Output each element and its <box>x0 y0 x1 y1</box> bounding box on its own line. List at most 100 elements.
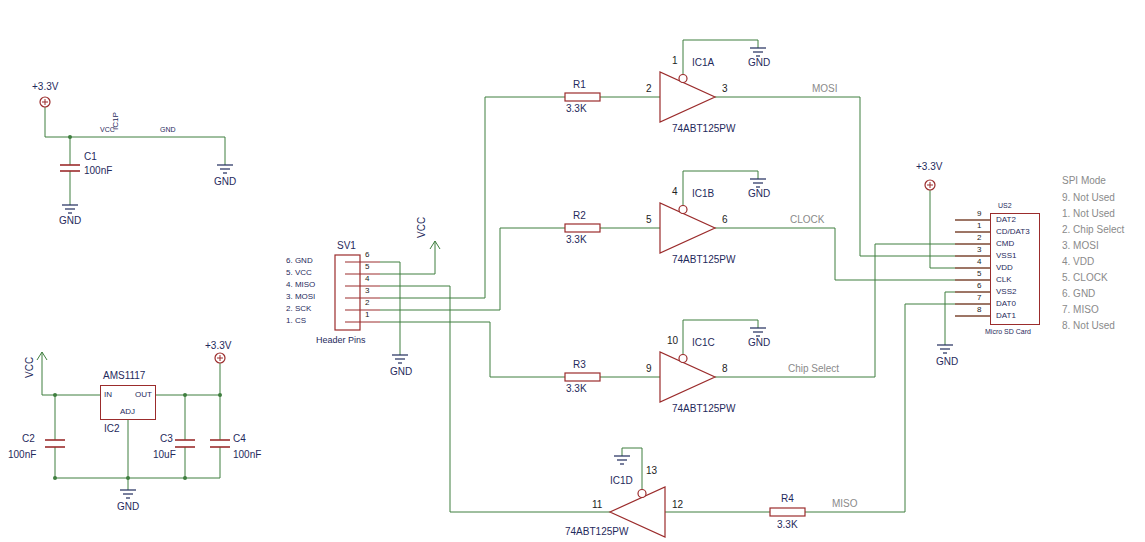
pin-description: 1. CS <box>286 317 306 325</box>
part-label: C1 <box>84 152 97 162</box>
pin-number: 2 <box>977 234 981 242</box>
pin-number: 4 <box>672 187 678 197</box>
pin-number: 1 <box>365 311 369 319</box>
header-connector <box>335 255 380 330</box>
part-label: Micro SD Card <box>985 328 1031 335</box>
part-label: R1 <box>573 80 586 90</box>
part-label: IC1B <box>692 189 714 199</box>
pin-description: 9. Not Used <box>1062 193 1115 203</box>
pin-name: ADJ <box>120 408 135 416</box>
pin-name: DAT2 <box>991 214 1039 226</box>
signal-name: CLOCK <box>790 215 824 225</box>
pin-description: 5. CLOCK <box>1062 273 1108 283</box>
pin-description: SPI Mode <box>1062 176 1106 186</box>
part-label: 74ABT125PW <box>565 527 628 537</box>
pin-number: 5 <box>646 215 652 225</box>
pin-description: 1. Not Used <box>1062 209 1115 219</box>
regulator-body: IN OUT ADJ <box>100 385 156 420</box>
part-label: C2 <box>22 434 35 444</box>
pin-number: 2 <box>365 299 369 307</box>
net-label: +3.3V <box>916 162 942 172</box>
pin-description: 2. SCK <box>286 305 311 313</box>
part-label: C3 <box>160 434 173 444</box>
net-label: GND <box>936 357 958 367</box>
value-label: 3.3K <box>566 104 587 114</box>
pin-number: 8 <box>722 364 728 374</box>
net-label: VCC <box>417 217 427 238</box>
pin-number: 1 <box>672 56 678 66</box>
pin-number: 8 <box>977 306 981 314</box>
value-label: 100nF <box>84 166 112 176</box>
value-label: 3.3K <box>777 520 798 530</box>
value-label: 100nF <box>233 450 261 460</box>
signal-name: MOSI <box>812 84 838 94</box>
pin-number: 6 <box>977 282 981 290</box>
part-label: IC2 <box>104 424 120 434</box>
pin-name: CD/DAT3 <box>991 226 1039 238</box>
pin-description: 3. MOSI <box>1062 241 1099 251</box>
pin-description: 5. VCC <box>286 269 312 277</box>
part-label: IC1C <box>692 338 715 348</box>
ground-symbol <box>62 48 953 498</box>
net-label: GND <box>748 58 770 68</box>
net-label: VCC <box>25 357 35 378</box>
pin-number: 7 <box>977 294 981 302</box>
pin-number: 1 <box>977 222 981 230</box>
net-label: GND <box>748 338 770 348</box>
pin-number: 3 <box>722 84 728 94</box>
net-label: GND <box>390 367 412 377</box>
pin-number: 2 <box>646 84 652 94</box>
pin-name: IN <box>104 391 112 399</box>
pin-name: CLK <box>991 274 1039 286</box>
pin-name: DAT1 <box>991 310 1039 322</box>
pin-name: VSS1 <box>991 250 1039 262</box>
part-label: 74ABT125PW <box>672 124 735 134</box>
part-label: C4 <box>233 434 246 444</box>
signal-name: MISO <box>832 499 858 509</box>
net-label: GND <box>748 189 770 199</box>
pin-number: 10 <box>667 336 678 346</box>
pin-number: 6 <box>722 215 728 225</box>
part-label: IC1D <box>610 476 633 486</box>
part-label: Header Pins <box>316 336 366 345</box>
pin-number: 11 <box>592 500 602 510</box>
capacitor-symbol <box>45 165 230 447</box>
part-label: R3 <box>573 360 586 370</box>
pin-description: 2. Chip Select <box>1062 225 1124 235</box>
pin-number: 12 <box>672 500 683 510</box>
resistor-symbol <box>565 93 805 516</box>
pin-name: CMD <box>991 238 1039 250</box>
pin-number: 3 <box>977 246 981 254</box>
wire-net <box>37 40 990 512</box>
pin-number: 5 <box>977 270 981 278</box>
value-label: 3.3K <box>566 384 587 394</box>
pin-name: OUT <box>135 391 152 399</box>
pin-number: 5 <box>365 263 369 271</box>
pin-number: 9 <box>977 210 981 218</box>
part-label: SV1 <box>337 241 356 251</box>
sd-pin-stub <box>955 220 990 316</box>
value-label: 3.3K <box>566 235 587 245</box>
net-label: GND <box>214 177 236 187</box>
part-label: 74ABT125PW <box>672 404 735 414</box>
junction-dot <box>53 135 222 480</box>
net-label: GND <box>59 216 81 226</box>
pin-number: 6 <box>365 251 369 259</box>
sd-card-body: DAT2CD/DAT3CMDVSS1VDDCLKVSS2DAT0DAT1 <box>990 213 1040 325</box>
pin-description: 4. MISO <box>286 281 315 289</box>
part-label: R4 <box>781 494 794 504</box>
value-label: 10uF <box>153 450 176 460</box>
pin-number: 4 <box>365 275 369 283</box>
pin-description: 3. MOSI <box>286 293 315 301</box>
pin-name: VSS2 <box>991 286 1039 298</box>
part-label: US2 <box>998 202 1012 209</box>
pin-description: 6. GND <box>286 257 313 265</box>
pin-description: 8. Not Used <box>1062 321 1115 331</box>
part-label: R2 <box>573 211 586 221</box>
pin-number: 9 <box>646 364 652 374</box>
net-label: +3.3V <box>205 341 231 351</box>
net-label: +3.3V <box>32 82 58 92</box>
part-label: IC1A <box>692 58 714 68</box>
part-label: 74ABT125PW <box>672 255 735 265</box>
